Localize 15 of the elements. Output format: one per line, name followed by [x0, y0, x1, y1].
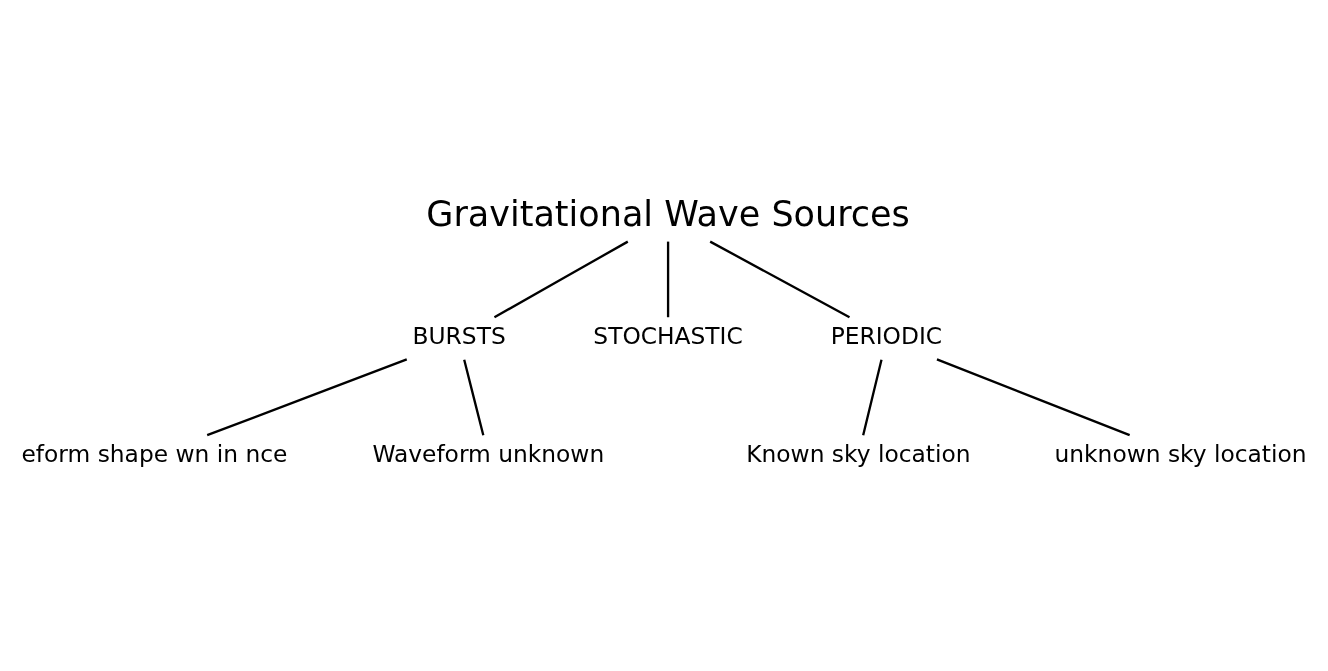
connector	[709, 240, 851, 319]
node-text: unknown sky location	[1054, 440, 1307, 469]
connector	[936, 358, 1131, 437]
connector	[463, 359, 485, 436]
node-text: eform shape wn in nce	[21, 440, 288, 469]
node-text: Waveform unknown	[372, 440, 605, 469]
connector	[862, 359, 883, 436]
node-text: BURSTS	[412, 322, 506, 351]
connector	[666, 241, 670, 318]
node-text: Known sky location	[746, 440, 971, 469]
node-text: STOCHASTIC	[593, 322, 743, 351]
node-text: PERIODIC	[830, 322, 943, 351]
connector	[206, 358, 408, 437]
node-text: Gravitational Wave Sources	[426, 194, 910, 235]
connector	[493, 240, 629, 319]
